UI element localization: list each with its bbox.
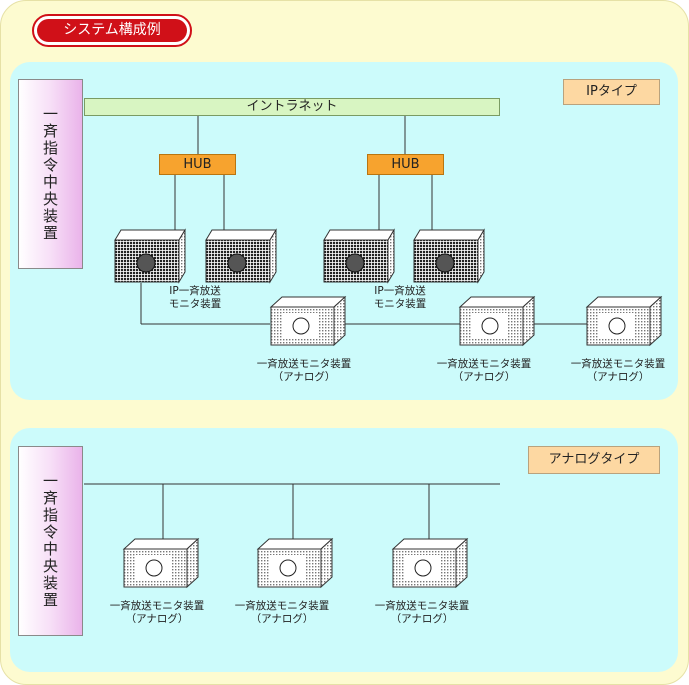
analog-device-3 bbox=[391, 537, 469, 589]
ip-analog-device-3 bbox=[585, 295, 663, 347]
analog-label-2: 一斉放送モニタ装置 （アナログ） bbox=[234, 600, 330, 625]
analog-device-2 bbox=[256, 537, 334, 589]
ip-monitor-label-1: IP一斉放送 モニタ装置 bbox=[168, 285, 222, 310]
ip-central-unit-label: 一斉指令中央装置 bbox=[41, 106, 59, 242]
ip-type-label: IPタイプ bbox=[563, 79, 660, 105]
ip-monitor-device-1 bbox=[114, 228, 186, 284]
ip-analog-label-3: 一斉放送モニタ装置 （アナログ） bbox=[570, 358, 666, 383]
ip-central-unit: 一斉指令中央装置 bbox=[18, 79, 83, 269]
analog-device-1 bbox=[122, 537, 200, 589]
analog-central-unit-label: 一斉指令中央装置 bbox=[41, 473, 59, 609]
analog-label-3: 一斉放送モニタ装置 （アナログ） bbox=[374, 600, 470, 625]
ip-analog-device-2 bbox=[458, 295, 536, 347]
ip-monitor-device-4 bbox=[413, 228, 485, 284]
title-badge: システム構成例 bbox=[32, 14, 192, 47]
hub-2: HUB bbox=[367, 154, 444, 175]
analog-type-label: アナログタイプ bbox=[528, 446, 660, 474]
hub-1: HUB bbox=[159, 154, 236, 175]
ip-monitor-device-3 bbox=[323, 228, 395, 284]
ip-analog-label-1: 一斉放送モニタ装置 （アナログ） bbox=[256, 358, 352, 383]
page-title: システム構成例 bbox=[37, 19, 187, 42]
ip-monitor-device-2 bbox=[205, 228, 277, 284]
intranet-bar: イントラネット bbox=[84, 98, 500, 116]
ip-monitor-label-2: IP一斉放送 モニタ装置 bbox=[373, 285, 427, 310]
analog-central-unit: 一斉指令中央装置 bbox=[18, 446, 83, 636]
ip-analog-label-2: 一斉放送モニタ装置 （アナログ） bbox=[436, 358, 532, 383]
analog-label-1: 一斉放送モニタ装置 （アナログ） bbox=[109, 600, 205, 625]
ip-analog-device-1 bbox=[269, 295, 347, 347]
